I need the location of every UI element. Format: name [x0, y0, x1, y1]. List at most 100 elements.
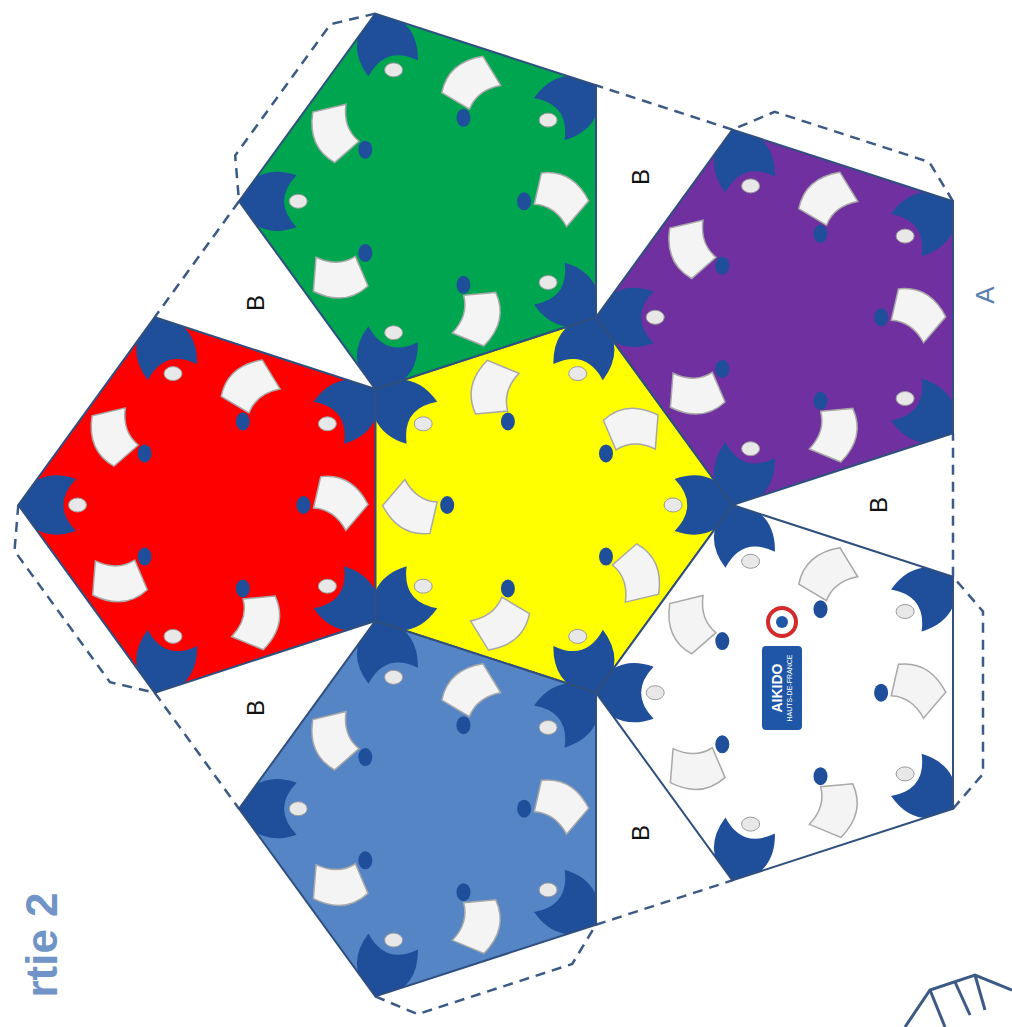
- white-figure: [657, 210, 726, 281]
- white-figure: [527, 775, 594, 838]
- white-figure: [809, 782, 858, 838]
- blue-head: [874, 308, 888, 326]
- white-head: [164, 367, 182, 381]
- white-figure: [231, 595, 280, 651]
- white-head: [664, 498, 682, 512]
- white-head: [289, 194, 307, 208]
- tab-letter: B: [244, 294, 268, 310]
- blue-figure: [592, 663, 654, 722]
- blue-head: [715, 632, 729, 650]
- white-figure: [80, 398, 149, 469]
- white-figure: [795, 163, 865, 235]
- blue-figure: [889, 175, 974, 259]
- blue-figure: [532, 666, 617, 750]
- pentagon-face: [239, 14, 596, 389]
- blue-figure: [889, 375, 974, 459]
- white-head: [896, 392, 914, 406]
- white-head: [896, 767, 914, 781]
- white-head: [164, 629, 182, 643]
- blue-head: [297, 496, 311, 514]
- blue-head: [814, 392, 828, 410]
- pentagon-face: [596, 505, 953, 880]
- pentagon-outline: [596, 505, 953, 880]
- pentagon-outline: [596, 130, 953, 505]
- blue-head: [457, 716, 471, 734]
- white-figure: [377, 475, 444, 538]
- pentagon-face: [239, 621, 596, 996]
- blue-head: [814, 600, 828, 618]
- tab-letter: B: [867, 497, 891, 513]
- white-head: [539, 113, 557, 127]
- blue-head: [501, 413, 515, 431]
- fold-line: [596, 85, 732, 129]
- blue-head: [715, 735, 729, 753]
- face-pattern: [592, 116, 974, 518]
- pentagon-outline: [239, 14, 596, 389]
- blue-figure: [889, 751, 974, 835]
- white-figure: [300, 94, 369, 165]
- blue-head: [814, 767, 828, 785]
- blue-head: [715, 257, 729, 275]
- white-figure: [438, 654, 508, 726]
- blue-head: [138, 444, 152, 462]
- glue-tab: [953, 577, 983, 809]
- blue-figure: [14, 475, 76, 534]
- tab-letter: B: [244, 699, 268, 715]
- white-figure: [217, 351, 287, 423]
- white-head: [742, 442, 760, 456]
- blue-head: [440, 496, 454, 514]
- logo-box: AIKIDOHAUTS-DE-FRANCE: [762, 646, 802, 730]
- pentagon-face: [18, 317, 375, 692]
- side-letter: A: [972, 286, 998, 303]
- white-head: [385, 670, 403, 684]
- blue-head: [457, 883, 471, 901]
- blue-figure: [235, 172, 297, 231]
- white-head: [69, 498, 87, 512]
- white-figure: [884, 659, 951, 722]
- blue-head: [599, 444, 613, 462]
- white-head: [385, 933, 403, 947]
- logo-emblem: [768, 608, 796, 636]
- white-head: [539, 883, 557, 897]
- blue-head: [814, 225, 828, 243]
- tab-letter: B: [629, 169, 653, 185]
- face-pattern: [235, 0, 617, 402]
- white-figure: [884, 284, 951, 347]
- pentagon-outline: [18, 317, 375, 692]
- white-head: [414, 579, 432, 593]
- white-head: [414, 417, 432, 431]
- white-figure: [470, 360, 519, 416]
- fold-line: [155, 201, 239, 317]
- blue-head: [874, 684, 888, 702]
- white-figure: [602, 541, 671, 612]
- blue-figure: [592, 288, 654, 347]
- white-figure: [795, 538, 865, 610]
- white-figure: [300, 702, 369, 773]
- white-figure: [463, 588, 533, 660]
- blue-head: [138, 548, 152, 566]
- white-figure: [438, 47, 508, 119]
- corner-sketch: [905, 975, 1012, 1027]
- blue-head: [501, 580, 515, 598]
- fold-line: [596, 880, 732, 924]
- blue-head: [358, 748, 372, 766]
- blue-head: [457, 276, 471, 294]
- white-figure: [452, 291, 501, 347]
- white-head: [539, 276, 557, 290]
- fold-line: [155, 693, 239, 809]
- part-title: rtie 2: [20, 892, 64, 997]
- fold-line: [952, 433, 955, 576]
- white-head: [646, 310, 664, 324]
- blue-figure: [532, 59, 617, 143]
- blue-head: [517, 800, 531, 818]
- blue-head: [457, 109, 471, 127]
- pentagon-outline: [239, 621, 596, 996]
- blue-head: [599, 548, 613, 566]
- logo-subtext: HAUTS-DE-FRANCE: [786, 655, 794, 722]
- face-pattern: [14, 304, 396, 706]
- pentagon-face: [596, 130, 953, 505]
- logo-backdrop: [756, 634, 808, 742]
- face-pattern: [235, 608, 617, 1010]
